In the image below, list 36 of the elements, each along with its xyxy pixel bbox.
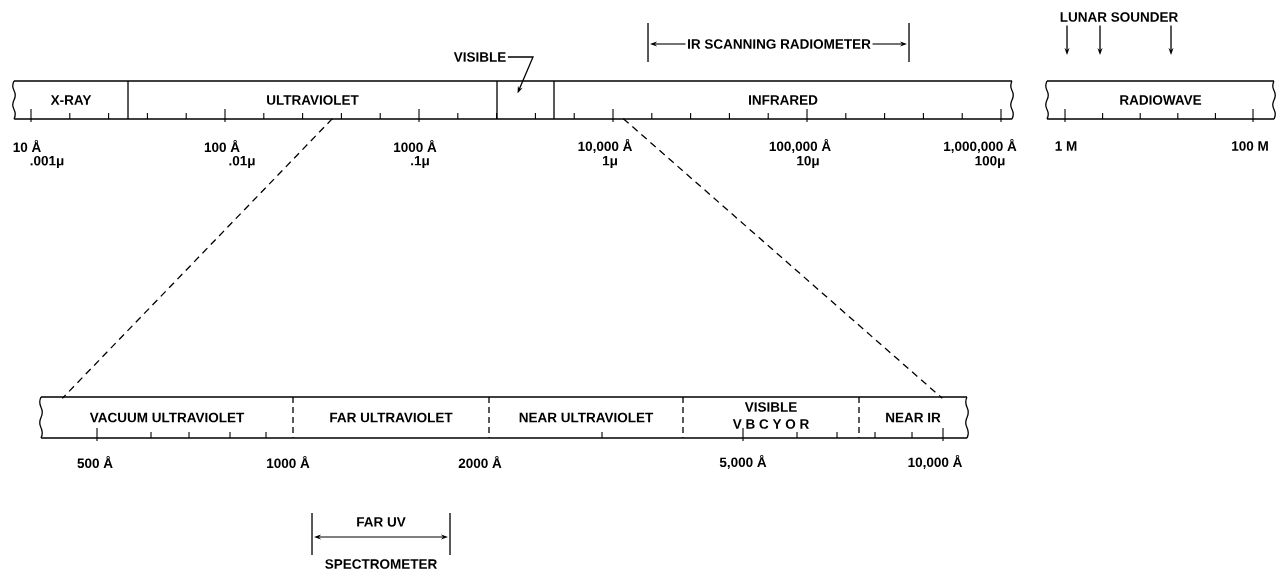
spectrum-band: INFRARED [553, 80, 1015, 120]
spectrum-band: NEAR ULTRAVIOLET [488, 396, 684, 439]
tick-label: 100μ [975, 155, 1005, 169]
tick-label: 10μ [797, 155, 819, 169]
tick-label: 1000 Å [267, 456, 310, 468]
range-label: FAR UV [357, 517, 406, 527]
zoom-line [61, 118, 333, 399]
spectrum-band [496, 80, 555, 120]
tick-label: 100,000 Å [769, 139, 831, 153]
tick-label: 5,000 Å [719, 455, 767, 469]
tick-label: 2000 Å [458, 456, 502, 468]
tick-label: 10 Å [13, 140, 41, 152]
tick-label: 10,000 Å [908, 455, 963, 469]
tick-label: 1,000,000 Å [944, 139, 1017, 153]
tick-label: 100 M [1232, 141, 1268, 151]
tick-label: 10,000 Å [578, 139, 633, 153]
spectrum-band: RADIOWAVE [1044, 80, 1277, 120]
spectrum-band: X-RAY [11, 80, 129, 120]
callout-label: LUNAR SOUNDER [1060, 12, 1178, 22]
tick-label: .1μ [411, 156, 429, 168]
tick-label: .01μ [229, 155, 255, 169]
tick-label: 500 Å [77, 456, 113, 468]
callout-label: VISIBLE [453, 52, 506, 62]
tick-label: 1 M [1055, 141, 1077, 151]
spectrum-band: VISIBLE V B C Y O R [682, 396, 860, 439]
spectrum-band: ULTRAVIOLET [127, 80, 498, 120]
tick-label: 1000 Å [394, 140, 437, 152]
range-label: IR SCANNING RADIOMETER [688, 39, 871, 49]
zoom-line [622, 118, 943, 399]
spectrum-band: FAR ULTRAVIOLET [292, 396, 490, 439]
spectrum-band: NEAR IR [858, 396, 970, 439]
range-label: SPECTROMETER [325, 559, 437, 569]
tick-label: 100 Å [204, 140, 240, 152]
tick-label: 1μ [602, 156, 617, 168]
tick-label: .001μ [30, 155, 64, 169]
spectrum-band: VACUUM ULTRAVIOLET [38, 396, 294, 439]
